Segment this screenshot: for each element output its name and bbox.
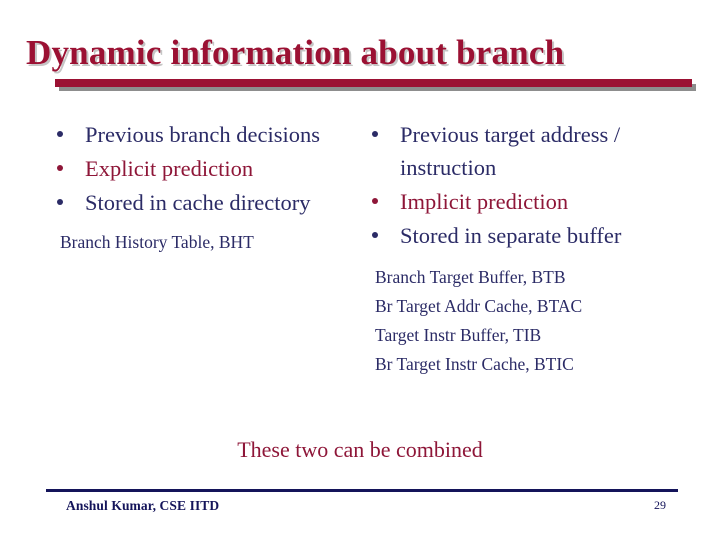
list-item: Previous target address / instruction [365,118,690,184]
note-item: Br Target Addr Cache, BTAC [375,296,583,316]
bullet-text: Explicit prediction [85,156,254,181]
bullet-dot-icon [372,131,378,137]
bullet-dot-icon [57,131,63,137]
list-item: Implicit prediction [365,185,690,218]
note-list-left: Branch History Table, BHT [50,228,350,257]
title-underline-fill [55,79,692,87]
bullet-text: Implicit prediction [400,189,569,214]
list-item: Explicit prediction [50,152,350,185]
bullet-list-right: Previous target address / instruction Im… [365,118,690,252]
note-item: Branch Target Buffer, BTB [375,267,566,287]
title-underline-bar [55,79,696,91]
note-item: Br Target Instr Cache, BTIC [375,354,574,374]
bullet-text: Previous target address / instruction [400,122,621,180]
bullet-dot-icon [372,198,378,204]
title-underline-shadow [59,84,696,91]
note-item: Target Instr Buffer, TIB [375,325,542,345]
page-title: Dynamic information about branch [26,33,565,72]
bullet-dot-icon [57,199,63,205]
footer-author: Anshul Kumar, CSE IITD [66,498,220,513]
bullet-dot-icon [372,232,378,238]
content-column-left: Previous branch decisions Explicit predi… [50,118,350,257]
list-item: Stored in cache directory [50,186,350,219]
bullet-text: Stored in cache directory [85,190,311,215]
note-list-right: Branch Target Buffer, BTB Br Target Addr… [365,263,690,379]
bullet-list-left: Previous branch decisions Explicit predi… [50,118,350,219]
content-column-right: Previous target address / instruction Im… [365,118,690,379]
bullet-text: Previous branch decisions [85,122,320,147]
note-item: Branch History Table, BHT [60,232,254,252]
bullet-text: Stored in separate buffer [400,223,622,248]
combined-caption: These two can be combined [237,437,483,462]
footer-page-number: 29 [654,498,666,512]
footer-divider [46,489,678,492]
list-item: Previous branch decisions [50,118,350,151]
bullet-dot-icon [57,165,63,171]
list-item: Stored in separate buffer [365,219,690,252]
